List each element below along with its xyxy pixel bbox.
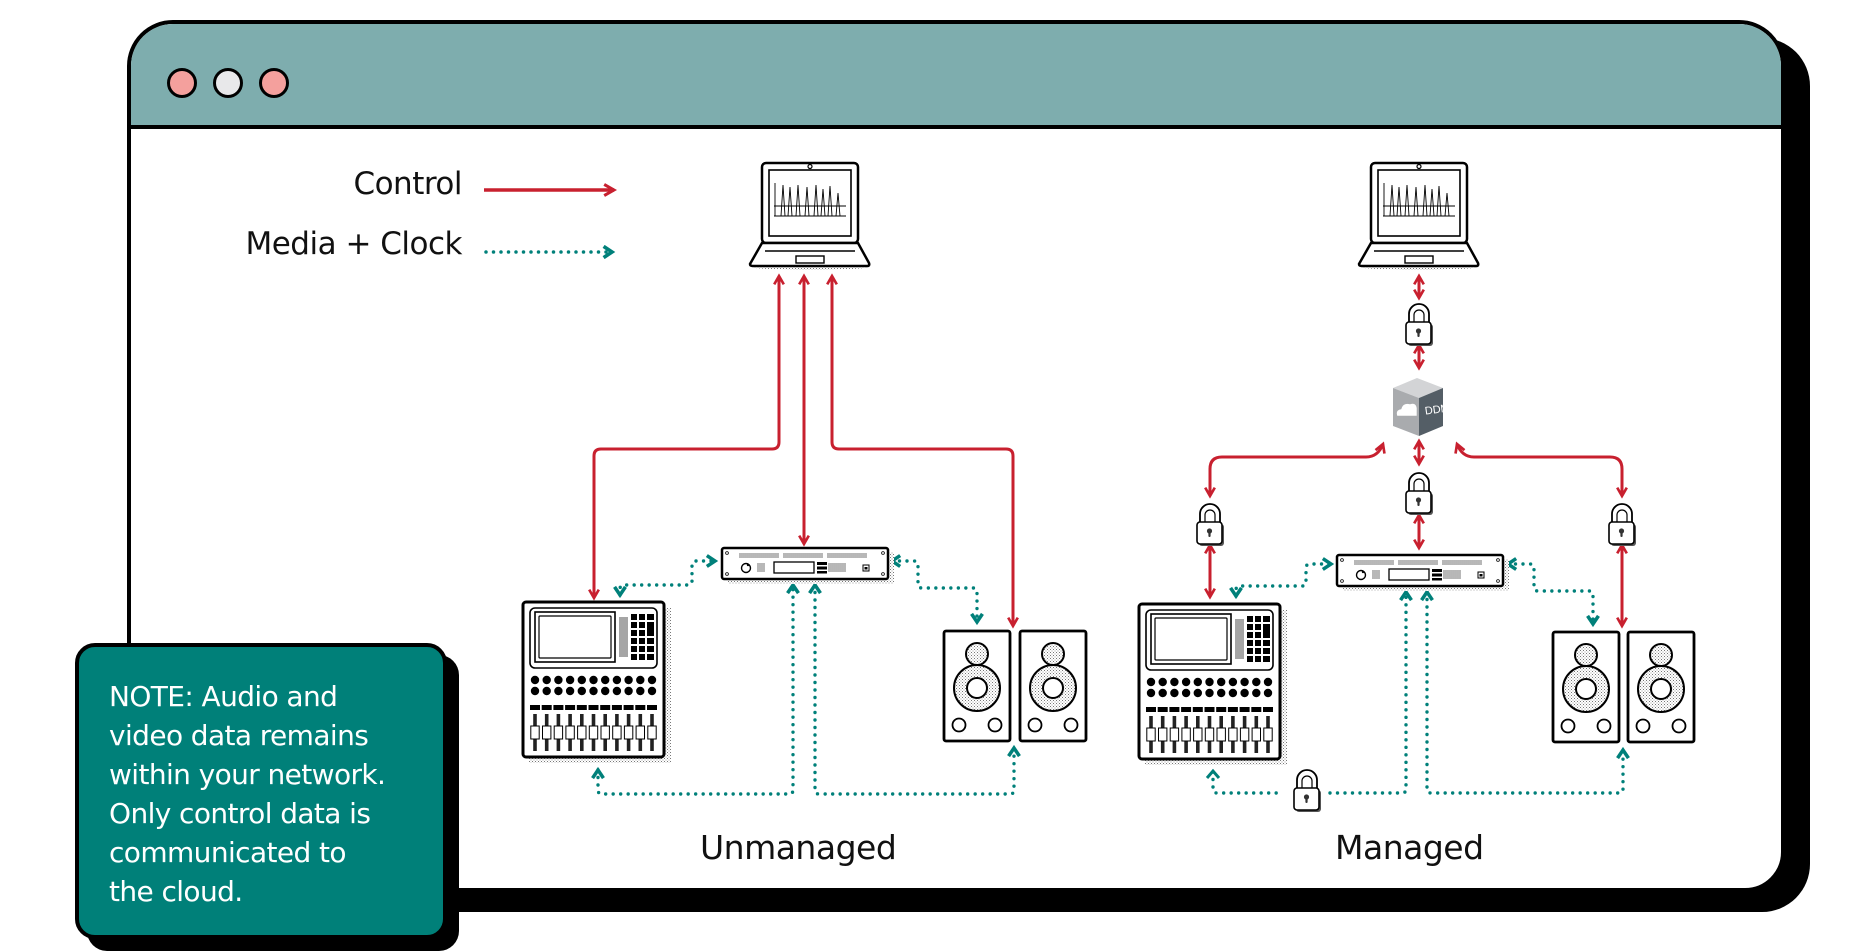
unmanaged-speaker-left-icon — [942, 629, 1012, 743]
unmanaged-diagram — [521, 161, 1088, 796]
managed-speaker-right-icon — [1626, 630, 1696, 744]
note-line: the cloud. — [109, 875, 243, 908]
lock-icon-processor — [1405, 472, 1434, 516]
window-minimize-dot-icon[interactable] — [213, 68, 243, 98]
legend-control-label: Control — [353, 166, 462, 202]
ddm-label: DDM — [1424, 402, 1450, 417]
lock-icon-mixer — [1196, 503, 1225, 547]
managed-media-arrowhead — [1205, 768, 1221, 779]
window-titlebar — [131, 24, 1781, 129]
note-line: Only control data is — [109, 797, 371, 830]
note-line: communicated to — [109, 836, 346, 869]
managed-diagram: DDM — [1137, 161, 1696, 813]
managed-media-lines — [1211, 564, 1623, 795]
managed-label: Managed — [1335, 828, 1484, 867]
managed-speaker-left-icon — [1551, 630, 1621, 744]
window-maximize-dot-icon[interactable] — [259, 68, 289, 98]
note-text: NOTE: Audio and video data remains withi… — [109, 677, 413, 911]
unmanaged-control-lines — [594, 276, 1013, 626]
note-line: within your network. — [109, 758, 386, 791]
window-close-dot-icon[interactable] — [167, 68, 197, 98]
unmanaged-laptop-icon — [748, 161, 871, 272]
managed-mixer-icon — [1137, 602, 1289, 767]
lock-icon-laptop — [1405, 303, 1434, 347]
managed-control-lines — [1210, 276, 1622, 626]
unmanaged-speaker-right-icon — [1018, 629, 1088, 743]
note-line: NOTE: Audio and — [109, 680, 338, 713]
managed-processor-icon — [1335, 553, 1511, 593]
unmanaged-processor-icon — [720, 546, 896, 586]
unmanaged-label: Unmanaged — [700, 828, 897, 867]
legend-media-label: Media + Clock — [245, 226, 462, 262]
unmanaged-mixer-icon — [521, 600, 673, 765]
lock-icon-media — [1293, 769, 1322, 813]
note-line: video data remains — [109, 719, 369, 752]
managed-laptop-icon — [1357, 161, 1480, 272]
note-callout: NOTE: Audio and video data remains withi… — [75, 643, 447, 939]
lock-icon-speakers — [1608, 503, 1637, 547]
unmanaged-media-lines — [598, 561, 1014, 796]
